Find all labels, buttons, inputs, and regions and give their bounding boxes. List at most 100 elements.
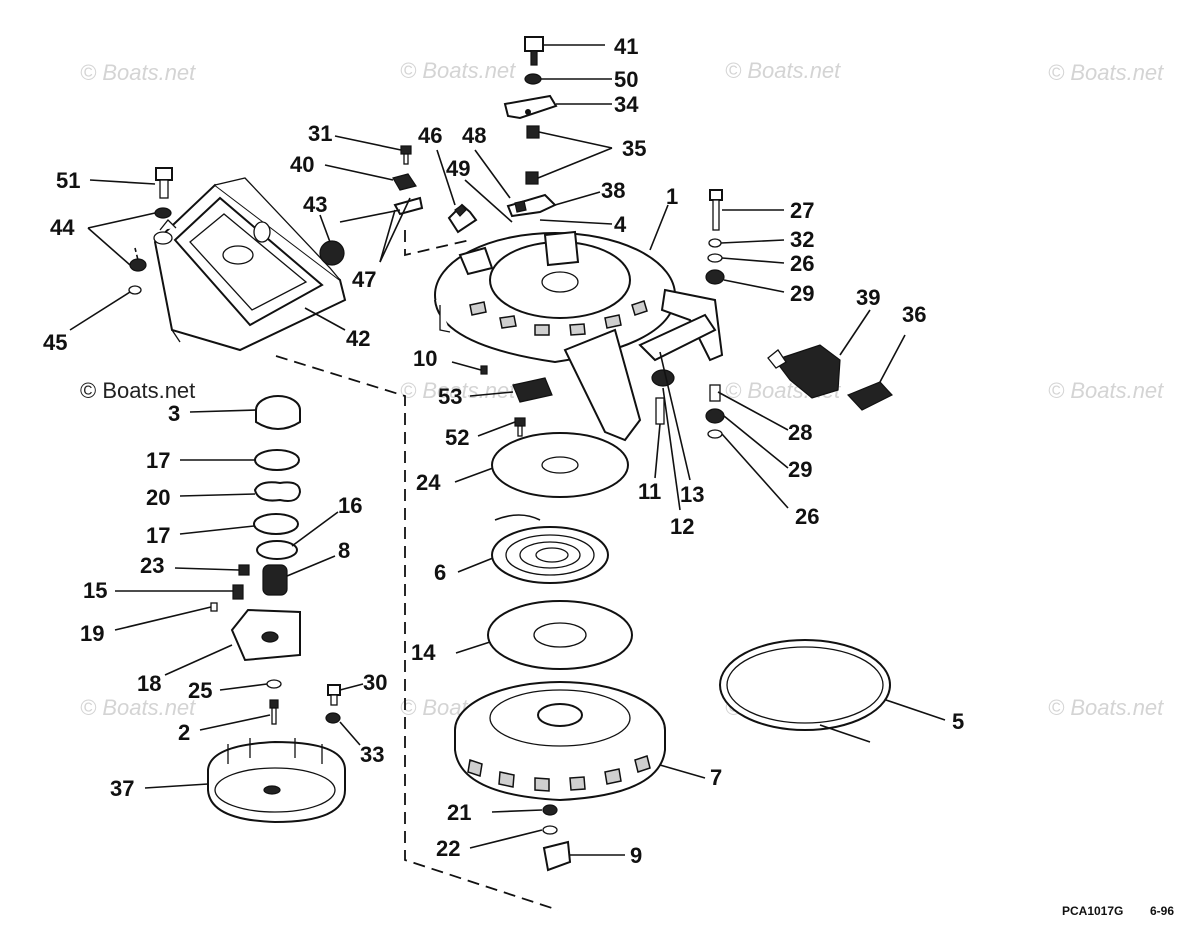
footer: PCA1017G 6-96: [1062, 904, 1174, 918]
callout-31: 31: [308, 121, 332, 146]
callout-24: 24: [416, 470, 441, 495]
callout-47: 47: [352, 267, 376, 292]
part-29-grommet: [705, 269, 725, 285]
callout-51: 51: [56, 168, 80, 193]
part-13-bushing: [651, 369, 675, 387]
callout-35: 35: [622, 136, 646, 161]
part-33-washer: [325, 712, 341, 724]
part-39-handle: [767, 344, 841, 399]
callout-44: 44: [50, 215, 75, 240]
callout-13: 13: [680, 482, 704, 507]
callout-11: 11: [638, 479, 661, 504]
callout-21: 21: [447, 800, 471, 825]
watermark: © Boats.net: [80, 695, 196, 720]
leader-lines: [69, 44, 946, 856]
part-26-washer-lower: [707, 429, 723, 439]
part-36-handle-insert: [846, 381, 893, 411]
callout-46: 46: [418, 123, 442, 148]
footer-code: PCA1017G: [1062, 904, 1123, 918]
callout-36: 36: [902, 302, 926, 327]
callout-37: 37: [110, 776, 134, 801]
assembly-dashed-lines: [275, 230, 559, 911]
part-46-lever: [447, 203, 478, 234]
callout-26: 26: [790, 251, 814, 276]
callout-20: 20: [146, 485, 170, 510]
part-24-washer-plate: [491, 432, 629, 498]
part-50-washer: [524, 73, 542, 85]
part-27-bolt: [709, 189, 723, 231]
callout-33: 33: [360, 742, 384, 767]
part-45-washer: [128, 247, 142, 295]
callout-labels: 41 50 34 35 38 4 1 27 32 26 29 39 36 28 …: [43, 34, 964, 868]
callout-23: 23: [140, 553, 164, 578]
watermark: © Boats.net: [1048, 695, 1164, 720]
part-7-pulley: [454, 681, 666, 802]
footer-date: 6-96: [1150, 904, 1174, 918]
part-14-plate: [487, 600, 633, 670]
part-34-pawl: [503, 94, 558, 120]
part-10-screw: [480, 365, 488, 375]
part-18-pawl-plate: [230, 608, 301, 662]
callout-4: 4: [614, 212, 627, 237]
part-53-bracket: [512, 377, 553, 403]
callout-25: 25: [188, 678, 212, 703]
callout-38: 38: [601, 178, 625, 203]
part-2-screw: [269, 699, 279, 725]
watermarks: © Boats.net © Boats.net © Boats.net © Bo…: [80, 58, 1164, 720]
part-19-pin: [210, 602, 218, 612]
watermark: © Boats.net: [400, 58, 516, 83]
callout-28: 28: [788, 420, 812, 445]
part-44-grommets: [129, 207, 173, 272]
callout-49: 49: [446, 156, 470, 181]
part-23-clip: [238, 564, 250, 576]
part-30-screw: [327, 684, 341, 706]
part-52-screw: [514, 417, 526, 437]
callout-18: 18: [137, 671, 161, 696]
part-17-oring: [254, 449, 300, 471]
callout-5: 5: [952, 709, 964, 734]
watermark: © Boats.net: [80, 60, 196, 85]
callout-39: 39: [856, 285, 880, 310]
callout-29-lower: 29: [788, 457, 812, 482]
callout-2: 2: [178, 720, 190, 745]
callout-32: 32: [790, 227, 814, 252]
part-3-bushing: [255, 395, 301, 430]
callout-43: 43: [303, 192, 327, 217]
part-31-screw: [400, 145, 412, 165]
callout-45: 45: [43, 330, 67, 355]
part-1-starter-housing: [434, 230, 724, 442]
callout-17: 17: [146, 448, 170, 473]
part-6-rewind-spring: [491, 514, 609, 584]
callout-30: 30: [363, 670, 387, 695]
callout-22: 22: [436, 836, 460, 861]
callout-27: 27: [790, 198, 814, 223]
callout-42: 42: [346, 326, 370, 351]
callout-1: 1: [666, 184, 678, 209]
callout-10: 10: [413, 346, 437, 371]
watermark: © Boats.net: [80, 378, 195, 403]
callout-17-lower: 17: [146, 523, 170, 548]
part-37-cup: [207, 738, 346, 824]
callout-50: 50: [614, 67, 638, 92]
callout-6: 6: [434, 560, 446, 585]
watermark: © Boats.net: [400, 378, 516, 403]
part-25-washer: [266, 679, 282, 689]
part-29-grommet-lower: [705, 408, 725, 424]
callout-52: 52: [445, 425, 469, 450]
watermark: © Boats.net: [1048, 378, 1164, 403]
part-40-clip: [392, 173, 417, 191]
part-32-washer: [708, 238, 722, 248]
callout-48: 48: [462, 123, 486, 148]
part-21-nut: [542, 804, 558, 816]
callout-19: 19: [80, 621, 104, 646]
callout-12: 12: [670, 514, 694, 539]
callout-41: 41: [614, 34, 638, 59]
part-16-ring: [256, 540, 298, 560]
callout-29: 29: [790, 281, 814, 306]
part-51-bolt: [155, 167, 173, 199]
part-35-springs: [525, 125, 540, 185]
callout-14: 14: [411, 640, 436, 665]
part-20-seal: [253, 481, 302, 502]
callout-53: 53: [438, 384, 462, 409]
callout-3: 3: [168, 401, 180, 426]
